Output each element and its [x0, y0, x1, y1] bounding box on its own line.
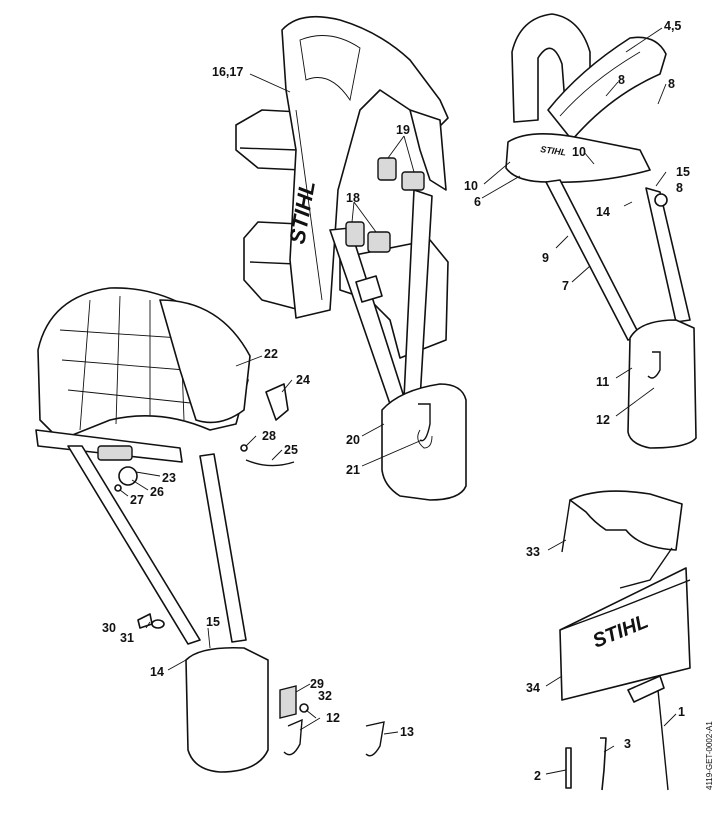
callout-6: 6	[474, 195, 481, 209]
callout-29: 29	[310, 677, 324, 691]
callout-10b: 10	[572, 145, 586, 159]
tool-bag-34: STIHL	[559, 567, 691, 701]
tools	[565, 675, 669, 791]
callout-10a: 10	[464, 179, 478, 193]
safety-glasses-33	[561, 490, 683, 589]
snap-hook-12	[283, 718, 303, 756]
callout-7: 7	[562, 279, 569, 293]
stihl-logo-harness-small: STIHL	[540, 144, 567, 158]
snap-hook-13	[365, 721, 385, 757]
loose-parts	[137, 613, 385, 757]
part-31	[151, 619, 165, 629]
part-30	[137, 613, 153, 629]
part-24	[265, 383, 289, 421]
callout-21: 21	[346, 463, 360, 477]
callout-28: 28	[262, 429, 276, 443]
callout-26: 26	[150, 485, 164, 499]
tool-3-screwdriver	[600, 737, 607, 791]
part-26	[118, 466, 138, 486]
callout-33: 33	[526, 545, 540, 559]
callout-2: 2	[534, 769, 541, 783]
buckle-18	[345, 221, 365, 247]
debris-guard-20	[381, 383, 467, 501]
callout-11: 11	[596, 375, 609, 389]
callout-31: 31	[120, 631, 134, 645]
callout-13: 13	[400, 725, 414, 739]
callout-20: 20	[346, 433, 360, 447]
callout-9: 9	[542, 251, 549, 265]
callout-30: 30	[102, 621, 116, 635]
debris-guard-left	[185, 646, 269, 773]
callout-4-5: 4,5	[664, 19, 681, 33]
callout-24: 24	[296, 373, 310, 387]
callout-12a: 12	[596, 413, 610, 427]
harness-16-17: STIHL	[235, 15, 467, 501]
callout-8c: 8	[676, 181, 683, 195]
callout-14a: 14	[596, 205, 610, 219]
part-29	[279, 685, 297, 719]
callout-27: 27	[130, 493, 144, 507]
callout-14b: 14	[150, 665, 164, 679]
tool-2-pin	[565, 747, 572, 789]
tool-1-wrench	[627, 675, 665, 703]
part-25	[245, 459, 295, 467]
debris-guard-11	[627, 319, 697, 449]
callout-8a: 8	[618, 73, 625, 87]
callout-18: 18	[346, 191, 360, 205]
callout-15a: 15	[676, 165, 690, 179]
callout-19: 19	[396, 123, 410, 137]
callout-15b: 15	[206, 615, 220, 629]
callout-22: 22	[264, 347, 278, 361]
callout-3: 3	[624, 737, 631, 751]
callout-8b: 8	[668, 77, 675, 91]
callout-32: 32	[318, 689, 332, 703]
callout-16-17: 16,17	[212, 65, 243, 79]
callout-12b: 12	[326, 711, 340, 725]
callout-25: 25	[284, 443, 298, 457]
callout-labels: 16,17 4,5 19 18 8 8 8 10 10 15 6 14 9 7 …	[102, 19, 690, 783]
leader-lines	[119, 27, 677, 775]
drawing-code: 4119-GET-0002-A1	[705, 721, 714, 790]
callout-34: 34	[526, 681, 540, 695]
harness-4-5: STIHL	[505, 13, 697, 449]
callout-23: 23	[162, 471, 176, 485]
buckle-19	[377, 157, 397, 181]
harness-22	[35, 287, 295, 773]
callout-1: 1	[678, 705, 685, 719]
